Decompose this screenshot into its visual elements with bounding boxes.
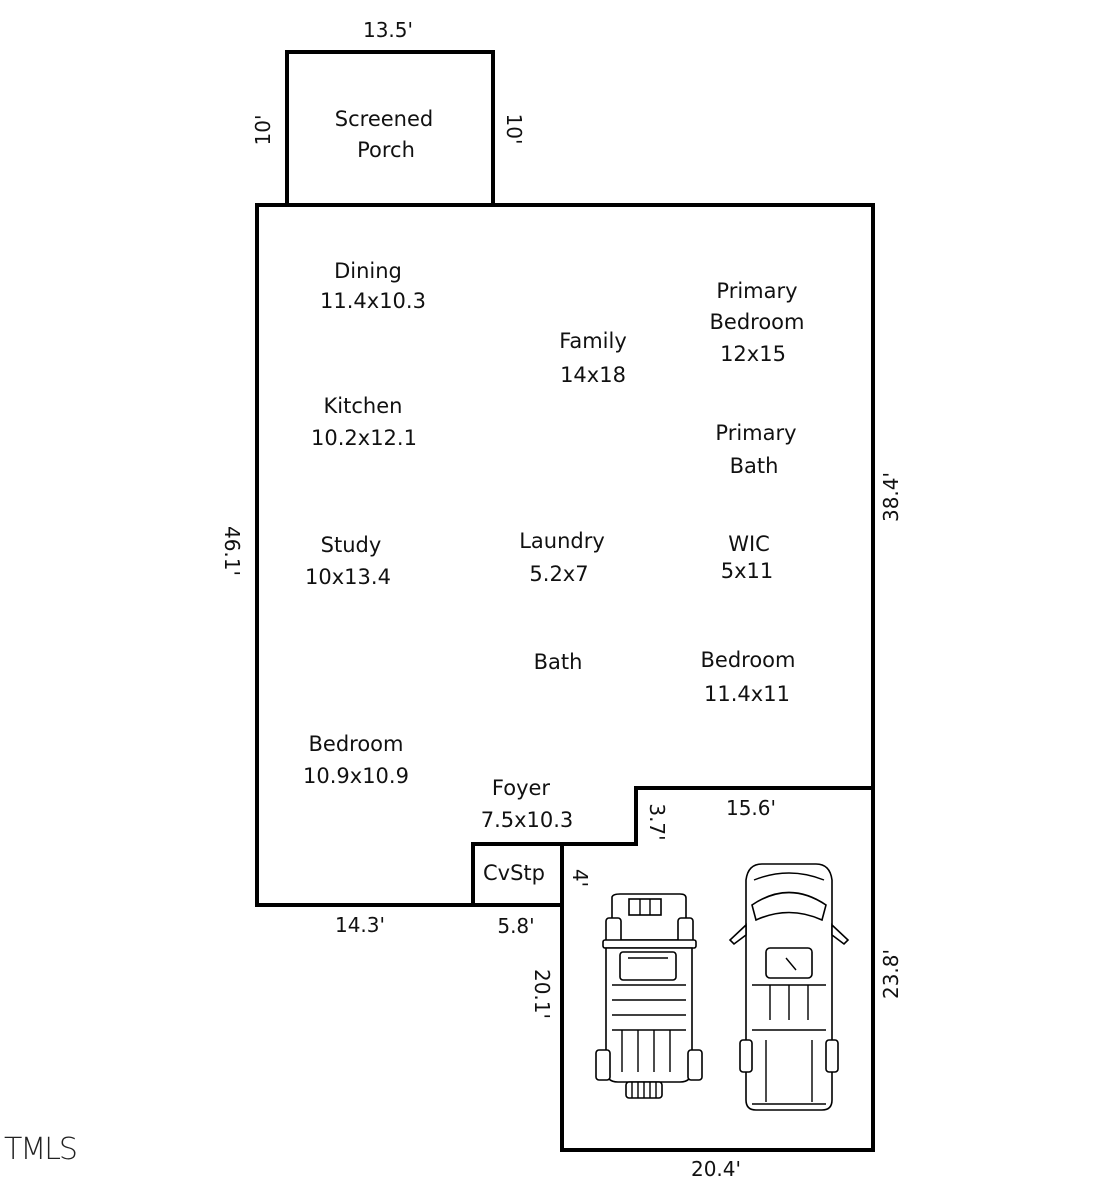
bath-label: Bath: [534, 650, 583, 674]
house-right-dimension: 38.4': [879, 472, 903, 522]
porch-right-dimension: 10': [502, 114, 526, 145]
primary-bedroom-label-1: Primary: [716, 279, 797, 303]
cvstp-bottom-dimension: 5.8': [497, 914, 534, 938]
foyer-label: Foyer: [492, 776, 551, 800]
garage-right-dimension: 23.8': [879, 949, 903, 999]
study-size: 10x13.4: [305, 565, 391, 589]
primary-bath-label-1: Primary: [715, 421, 796, 445]
dining-size: 11.4x10.3: [320, 289, 426, 313]
primary-bedroom-size: 12x15: [720, 342, 786, 366]
bedroom-left-label: Bedroom: [309, 732, 404, 756]
jeep-vehicle-icon: [595, 893, 703, 1099]
screened-porch-label-2: Porch: [357, 138, 415, 162]
wic-label: WIC: [728, 532, 770, 556]
dining-label: Dining: [334, 259, 402, 283]
garage-bottom-dimension: 20.4': [691, 1157, 741, 1181]
family-label: Family: [559, 329, 627, 353]
house-left-dimension: 46.1': [220, 526, 244, 576]
laundry-size: 5.2x7: [529, 562, 588, 586]
bedroom-left-size: 10.9x10.9: [303, 764, 409, 788]
foyer-size: 7.5x10.3: [481, 808, 574, 832]
primary-bath-label-2: Bath: [730, 454, 779, 478]
garage-outline: [560, 786, 875, 1152]
bedroom-right-size: 11.4x11: [704, 682, 790, 706]
step-height-dimension: 3.7': [645, 803, 669, 840]
porch-width-dimension: 13.5': [363, 18, 413, 42]
wic-size: 5x11: [721, 559, 774, 583]
screened-porch-label-1: Screened: [335, 107, 433, 131]
kitchen-label: Kitchen: [324, 394, 403, 418]
kitchen-size: 10.2x12.1: [311, 426, 417, 450]
study-label: Study: [321, 533, 382, 557]
family-size: 14x18: [560, 363, 626, 387]
cvstp-right-dimension: 4': [568, 869, 592, 887]
garage-top-dimension: 15.6': [726, 796, 776, 820]
house-bottom-dimension: 14.3': [335, 913, 385, 937]
bedroom-right-label: Bedroom: [701, 648, 796, 672]
tmls-logo: TMLS: [4, 1132, 78, 1167]
laundry-label: Laundry: [519, 529, 605, 553]
primary-bedroom-label-2: Bedroom: [710, 310, 805, 334]
porch-left-dimension: 10': [251, 115, 275, 146]
pickup-truck-vehicle-icon: [728, 863, 850, 1111]
garage-left-dimension: 20.1': [530, 969, 554, 1019]
cvstp-label: CvStp: [483, 861, 545, 885]
